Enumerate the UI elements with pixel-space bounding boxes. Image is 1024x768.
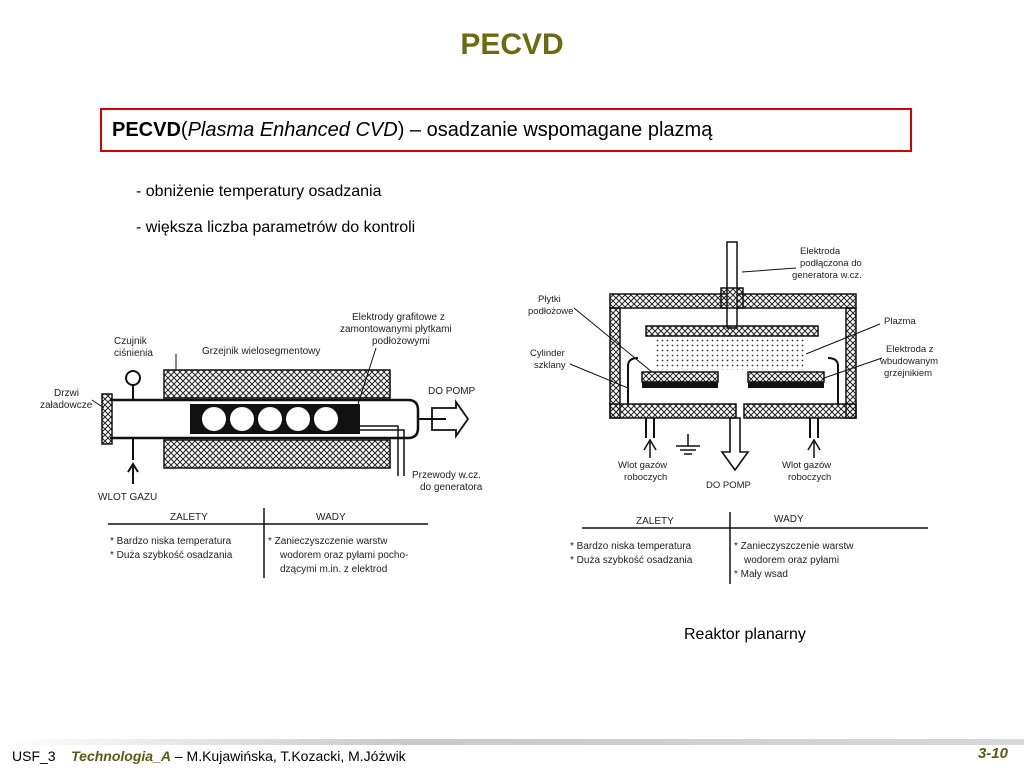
label-cylinder-1: Cylinder: [530, 348, 565, 359]
label-rf-wires-2: do generatora: [420, 482, 483, 493]
left-con-item: * Zanieczyszczenie warstw: [268, 536, 388, 547]
footer-course: Technologia_A: [71, 748, 171, 764]
pressure-sensor: [125, 370, 141, 386]
bottom-electrode-right: [747, 371, 825, 383]
heater-top: [163, 369, 391, 399]
footer-divider: [0, 739, 1024, 745]
chamber-wall-right: [845, 307, 857, 419]
label-pressure-sensor-2: ciśnienia: [114, 348, 153, 359]
definition-box: PECVD (Plasma Enhanced CVD) – osadzanie …: [100, 108, 912, 152]
label-heated-electrode-2: wbudowanym: [879, 356, 938, 367]
top-electrode: [645, 325, 819, 337]
label-gas-inlet: WLOT GAZU: [98, 492, 157, 503]
label-heater: Grzejnik wielosegmentowy: [202, 346, 320, 357]
right-cons-header: WADY: [774, 514, 804, 525]
diagram-caption: Reaktor planarny: [684, 626, 806, 643]
planar-reactor-diagram: Elektroda podłączona do generatora w.cz.…: [528, 241, 938, 584]
label-substrates-2: podłożowe: [528, 306, 573, 317]
right-con-item: wodorem oraz pyłami: [743, 555, 839, 566]
definition-abbr: PECVD: [112, 118, 181, 141]
footer: USF_3 Technologia_A – M.Kujawińska, T.Ko…: [12, 748, 406, 764]
tube-reactor-diagram: Czujnik ciśnienia Grzejnik wielosegmento…: [40, 312, 483, 578]
footer-code: USF_3: [12, 748, 56, 764]
label-cylinder-2: szklany: [534, 360, 566, 371]
glass-cylinder: [627, 357, 839, 404]
label-to-pump: DO POMP: [428, 386, 476, 397]
label-electrodes-1: Elektrody grafitowe z: [352, 312, 445, 323]
right-con-item: * Mały wsad: [734, 569, 788, 580]
bottom-electrode-left: [641, 371, 719, 383]
definition-open: (: [180, 118, 188, 141]
label-plasma: Plazma: [884, 316, 916, 327]
bullet-item: - większa liczba parametrów do kontroli: [136, 219, 416, 236]
label-door-2: załadowcze: [40, 400, 93, 411]
label-rf-wires-1: Przewody w.cz.: [412, 470, 481, 481]
chamber-floor-left: [609, 403, 737, 419]
right-pro-item: * Bardzo niska temperatura: [570, 541, 692, 552]
right-pro-item: * Duża szybkość osadzania: [570, 555, 693, 566]
label-gas-in-left-2: roboczych: [624, 472, 667, 483]
pump-arrow-down: [720, 417, 750, 472]
definition-expansion: Plasma Enhanced CVD: [187, 118, 398, 141]
slide-title: PECVD: [460, 28, 564, 61]
electrode-feed: [726, 241, 738, 329]
left-pro-item: * Duża szybkość osadzania: [110, 550, 233, 561]
left-con-item: wodorem oraz pyłami pocho-: [279, 550, 408, 561]
bullet-item: - obniżenie temperatury osadzania: [136, 183, 382, 200]
definition-rest: ) – osadzanie wspomagane plazmą: [397, 118, 713, 141]
chamber-floor-right: [743, 403, 857, 419]
right-con-item: * Zanieczyszczenie warstw: [734, 541, 854, 552]
label-electrode-1: Elektroda: [800, 246, 841, 257]
pump-arrow: [431, 399, 470, 439]
footer-authors: – M.Kujawińska, T.Kozacki, M.Jóżwik: [170, 748, 406, 764]
left-pros-header: ZALETY: [170, 512, 208, 523]
label-pressure-sensor-1: Czujnik: [114, 336, 148, 347]
left-con-item: dzącymi m.in. z elektrod: [280, 564, 387, 575]
label-heated-electrode-1: Elektroda z: [886, 344, 934, 355]
label-electrode-3: generatora w.cz.: [792, 270, 862, 281]
label-gas-in-right-2: roboczych: [788, 472, 831, 483]
right-pros-header: ZALETY: [636, 516, 674, 527]
chamber-wall-left: [609, 307, 621, 419]
label-gas-in-right-1: Wlot gazów: [782, 460, 831, 471]
heater-bottom: [163, 439, 391, 469]
label-electrodes-3: podłożowymi: [372, 336, 430, 347]
label-electrodes-2: zamontowanymi płytkami: [340, 324, 452, 335]
label-gas-in-left-1: Wlot gazów: [618, 460, 667, 471]
loading-door: [101, 393, 113, 445]
left-pro-item: * Bardzo niska temperatura: [110, 536, 232, 547]
label-substrates-1: Płytki: [538, 294, 561, 305]
plasma-region: [656, 338, 806, 370]
label-to-pump-right: DO POMP: [706, 480, 751, 491]
left-cons-header: WADY: [316, 512, 346, 523]
label-heated-electrode-3: grzejnikiem: [884, 368, 932, 379]
label-electrode-2: podłączona do: [800, 258, 862, 269]
label-door-1: Drzwi: [54, 388, 79, 399]
page-number: 3-10: [977, 745, 1008, 762]
